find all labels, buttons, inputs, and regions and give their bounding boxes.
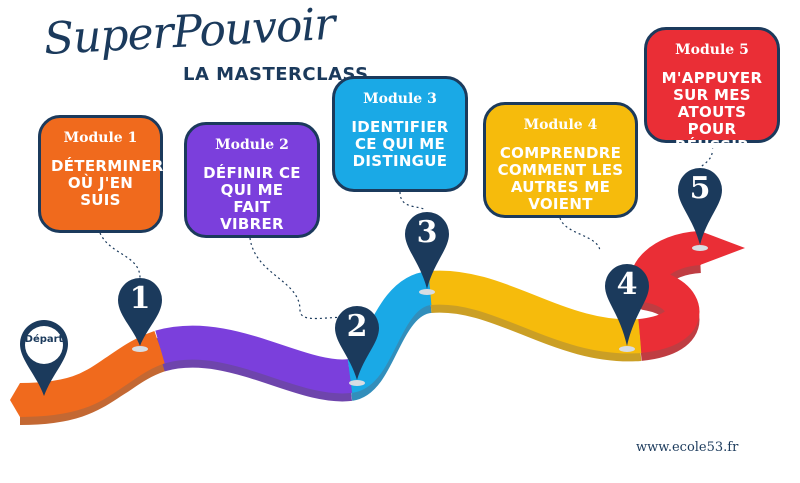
- module-1-label: Module 1: [63, 130, 138, 146]
- pin-4-shape: [605, 264, 649, 346]
- module-4-text: Comprendre comment les autres me voient: [497, 144, 624, 213]
- module-4-label: Module 4: [523, 117, 598, 133]
- module-3-text: Identifier ce qui me distingue: [351, 118, 449, 170]
- pin-1-shape: [118, 278, 162, 346]
- module-5-label: Module 5: [675, 42, 749, 58]
- dotted-connectors: [99, 142, 714, 320]
- pin-1-number: 1: [129, 281, 151, 316]
- pin-3-shape: [405, 212, 449, 289]
- pin-4-number: 4: [616, 267, 638, 302]
- start-label: Départ: [24, 334, 64, 345]
- module-4-card: Module 4 Comprendre comment les autres m…: [483, 102, 638, 218]
- pin-3-number: 3: [416, 215, 438, 250]
- module-3-label: Module 3: [363, 91, 437, 107]
- module-2-label: Module 2: [215, 137, 289, 153]
- pin-5-shape: [678, 168, 722, 245]
- pin-bases: [132, 245, 708, 386]
- brand-subtitle: LA MASTERCLASS: [183, 64, 369, 85]
- module-5-text: M'appuyer sur mes atouts pour réussir: [661, 69, 763, 155]
- pin-2-shape: [335, 306, 379, 380]
- module-2-text: Définir ce qui me fait vibrer: [203, 164, 301, 233]
- pin-2-number: 2: [346, 309, 368, 344]
- module-2-card: Module 2 Définir ce qui me fait vibrer: [184, 122, 320, 238]
- pin-holes: [25, 326, 63, 364]
- website-link[interactable]: www.ecole53.fr: [636, 440, 739, 455]
- pin-5-number: 5: [689, 171, 711, 206]
- module-1-card: Module 1 Déterminer où j'en suis: [38, 115, 163, 233]
- module-3-card: Module 3 Identifier ce qui me distingue: [332, 76, 468, 192]
- module-5-card: Module 5 M'appuyer sur mes atouts pour r…: [644, 27, 780, 155]
- module-1-text: Déterminer où j'en suis: [51, 157, 164, 209]
